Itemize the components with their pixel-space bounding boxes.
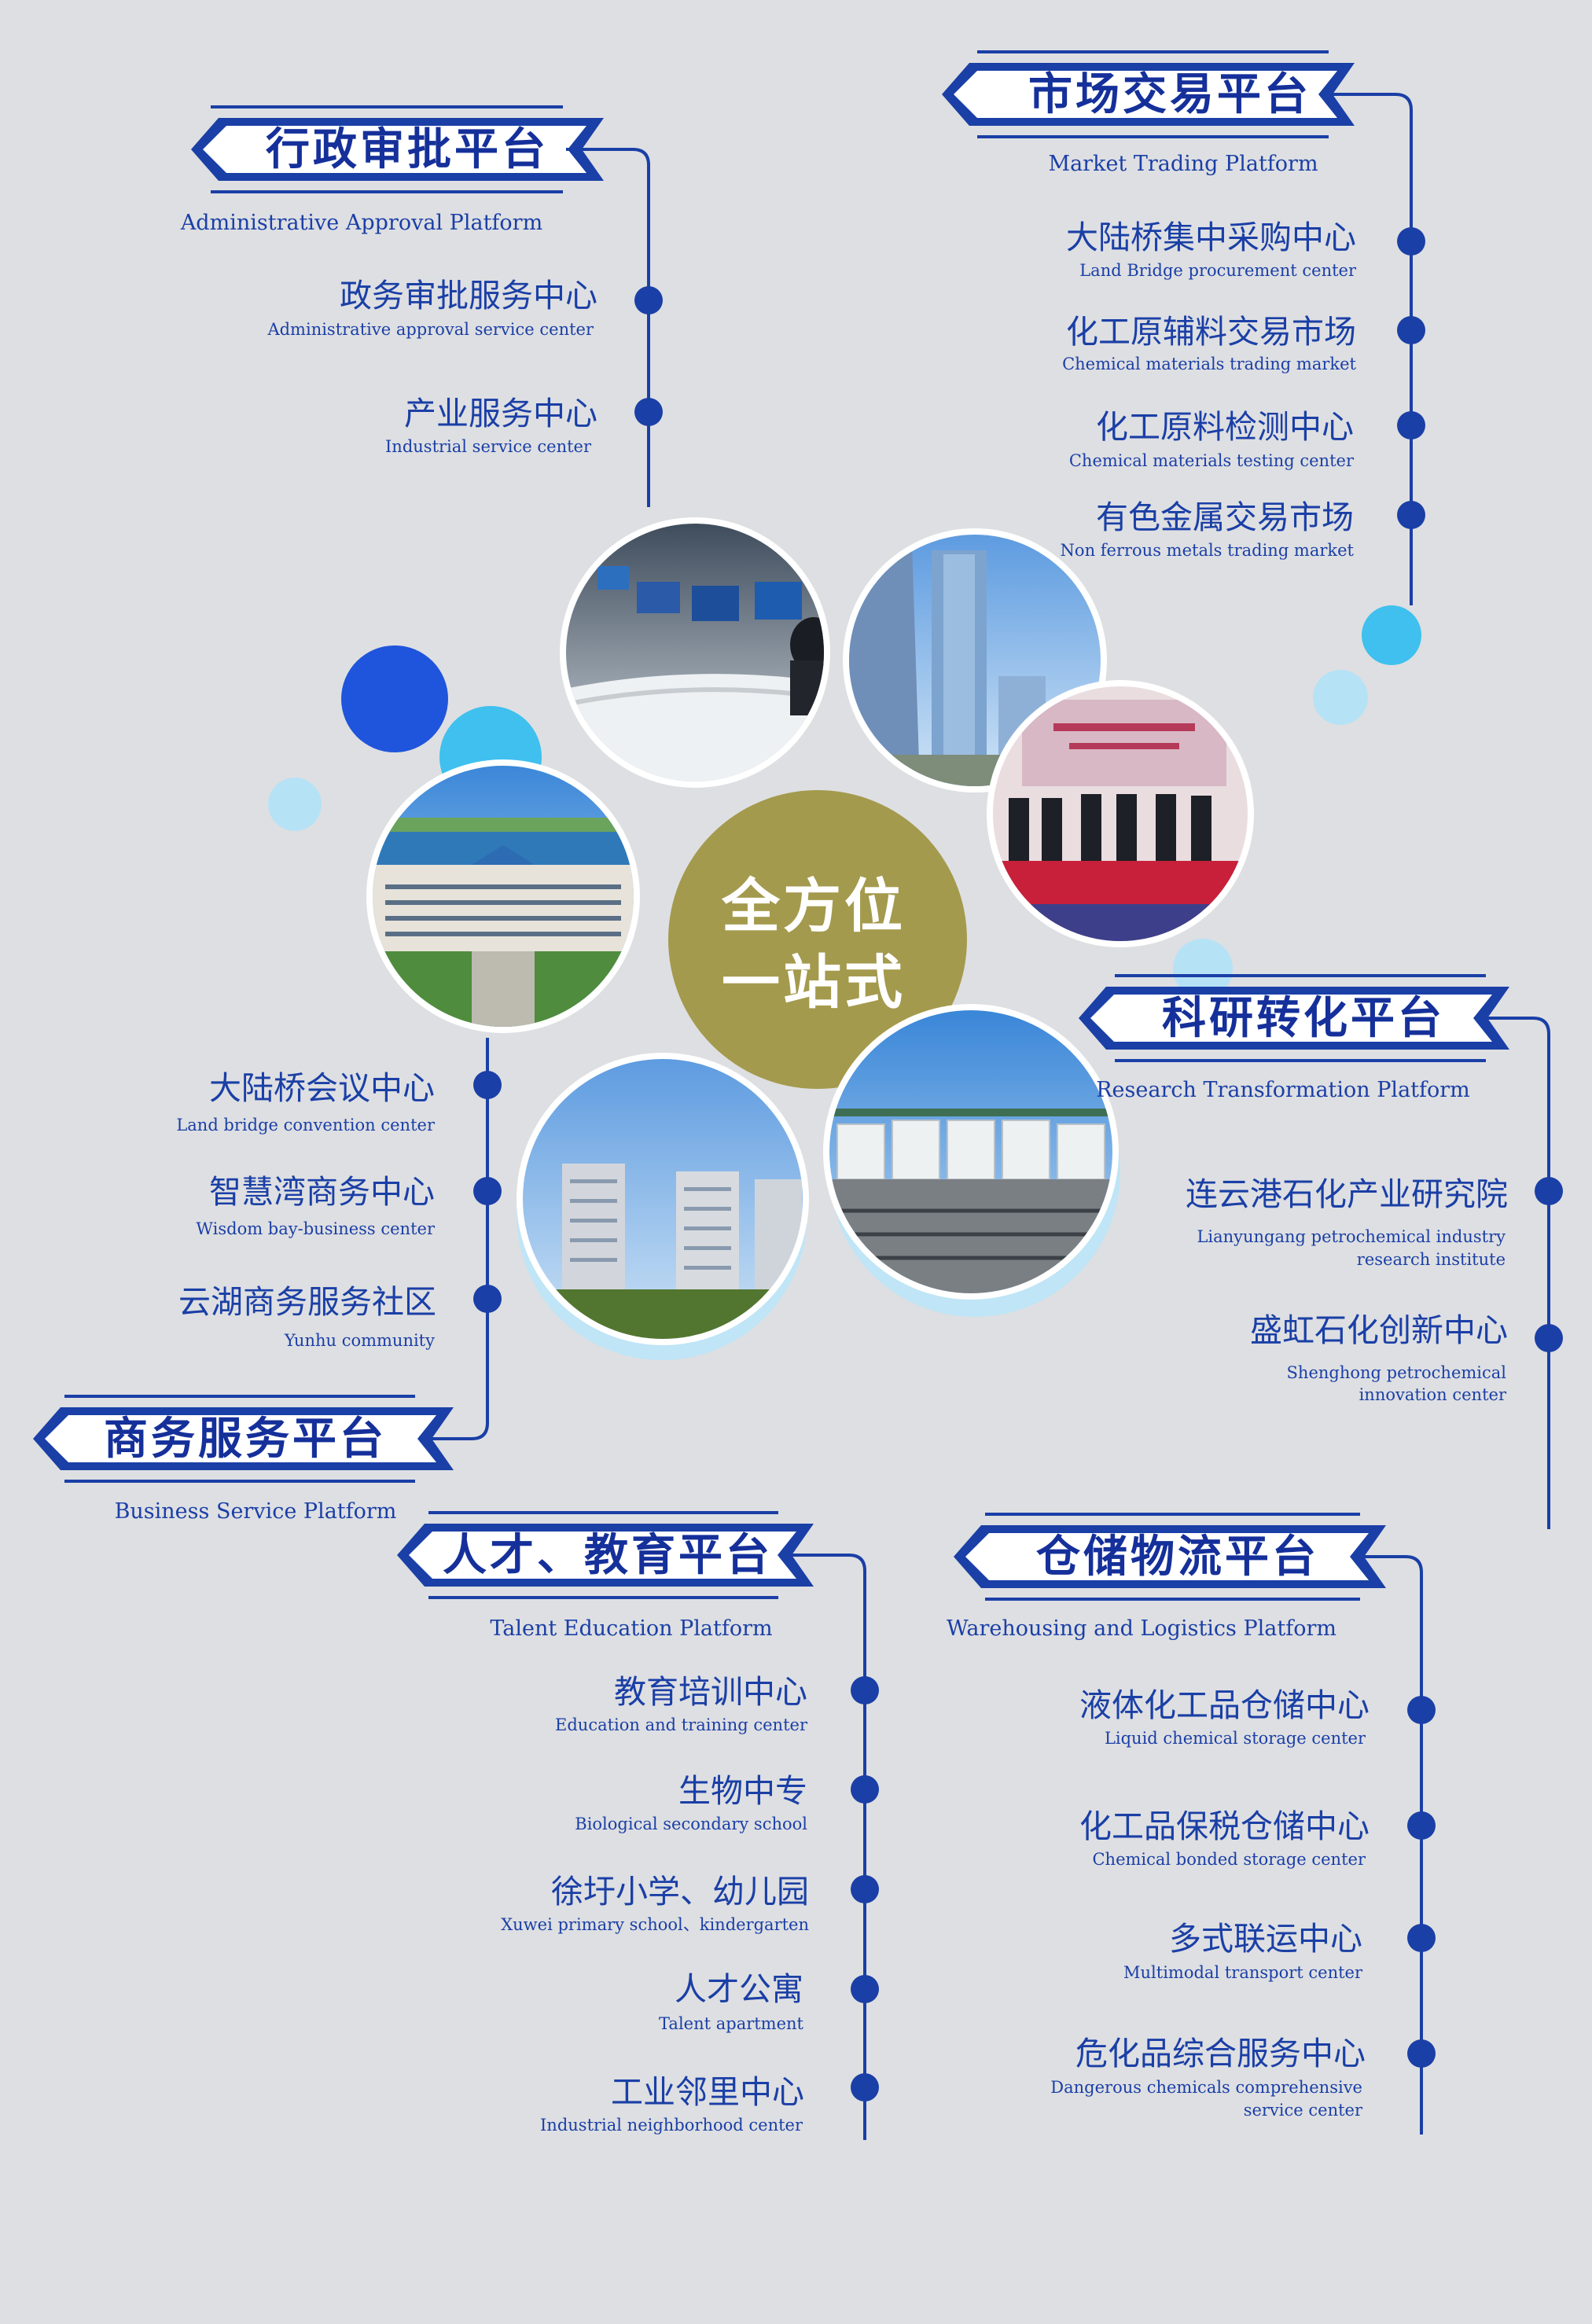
timeline-dot [851, 2073, 879, 2102]
talent-item-zh: 工业邻里中心 [611, 2073, 804, 2111]
timeline-dot [851, 1975, 879, 2003]
talent-item-zh: 徐圩小学、幼儿园 [551, 1873, 809, 1910]
talent-item-en: Biological secondary school [575, 1815, 807, 1833]
talent-item-en: Xuwei primary school、kindergarten [501, 1915, 809, 1934]
bubble-deep-blue [341, 645, 448, 752]
business-connector [428, 1038, 489, 1440]
timeline-dot [473, 1177, 502, 1205]
timeline-dot [473, 1071, 502, 1099]
timeline-dot [851, 1775, 879, 1804]
timeline-dot [851, 1875, 879, 1903]
talent-item-en: Industrial neighborhood center [540, 2116, 803, 2135]
timeline-dot [1407, 1696, 1436, 1724]
market-item-en: Land Bridge procurement center [1079, 261, 1357, 280]
talent-item-en: Education and training center [555, 1715, 808, 1734]
tanks-photo [823, 1004, 1119, 1300]
office-photo [560, 517, 830, 788]
timeline-dot [1397, 227, 1425, 256]
warehouse-platform: 仓储物流平台 Warehousing and Logistics Platfor… [947, 1513, 1436, 2135]
talent-title: 人才、教育平台 [443, 1530, 773, 1581]
warehouse-title: 仓储物流平台 [1036, 1532, 1319, 1583]
business-subtitle: Business Service Platform [115, 1499, 397, 1524]
business-item-zh: 大陆桥会议中心 [209, 1069, 435, 1107]
warehouse-subtitle: Warehousing and Logistics Platform [947, 1616, 1336, 1641]
timeline-dot [634, 286, 663, 314]
timeline-dot [851, 1676, 879, 1704]
research-platform: 科研转化平台 Research Transformation Platform … [1079, 974, 1563, 1529]
timeline-dot [1407, 2039, 1436, 2068]
market-item-zh: 大陆桥集中采购中心 [1066, 219, 1356, 256]
business-item-zh: 云湖商务服务社区 [178, 1283, 436, 1321]
market-item-en: Chemical materials trading market [1062, 355, 1356, 373]
research-item-en: Shenghong petrochemical [1287, 1363, 1507, 1382]
administrative-item-en: Administrative approval service center [267, 320, 594, 339]
market-item-en: Chemical materials testing center [1069, 451, 1355, 470]
market-subtitle: Market Trading Platform [1048, 152, 1318, 176]
timeline-dot [1407, 1811, 1436, 1840]
business-item-en: Yunhu community [284, 1331, 435, 1350]
market-item-en: Non ferrous metals trading market [1061, 541, 1355, 560]
timeline-dot [1407, 1924, 1436, 1952]
administrative-item-zh: 政务审批服务中心 [340, 277, 597, 314]
center-circle [668, 790, 967, 1089]
talent-item-zh: 生物中专 [678, 1772, 807, 1810]
administrative-title: 行政审批平台 [266, 124, 549, 175]
bubble-pale [268, 778, 322, 831]
warehouse-item-zh: 危化品综合服务中心 [1075, 2035, 1366, 2072]
convention-photo [366, 759, 640, 1033]
talent-platform: 人才、教育平台 Talent Education Platform 教育培训中心… [397, 1511, 879, 2140]
administrative-subtitle: Administrative Approval Platform [180, 211, 542, 235]
business-title: 商务服务平台 [104, 1414, 387, 1465]
talent-item-zh: 人才公寓 [675, 1970, 803, 2008]
business-item-zh: 智慧湾商务中心 [209, 1173, 435, 1211]
research-item-zh: 盛虹石化创新中心 [1250, 1311, 1508, 1349]
market-item-zh: 化工原辅料交易市场 [1066, 313, 1356, 351]
research-subtitle: Research Transformation Platform [1096, 1078, 1470, 1102]
center-title-line2: 一站式 [722, 949, 906, 1017]
timeline-dot [634, 398, 663, 426]
meeting-photo [987, 680, 1254, 947]
warehouse-item-zh: 液体化工品仓储中心 [1079, 1686, 1370, 1724]
warehouse-item-en: Multimodal transport center [1123, 1963, 1363, 1982]
market-item-zh: 化工原料检测中心 [1096, 408, 1354, 446]
warehouse-item-en: Chemical bonded storage center [1092, 1850, 1366, 1869]
market-item-zh: 有色金属交易市场 [1096, 498, 1354, 536]
timeline-dot [473, 1285, 502, 1313]
timeline-dot [1397, 316, 1425, 344]
business-item-en: Land bridge convention center [176, 1116, 436, 1134]
research-item-en: Lianyungang petrochemical industry [1197, 1227, 1506, 1246]
warehouse-item-en: Liquid chemical storage center [1105, 1729, 1366, 1748]
timeline-dot [1535, 1324, 1563, 1352]
administrative-platform: 行政审批平台 Administrative Approval Platform … [180, 105, 663, 507]
market-platform: 市场交易平台 Market Trading Platform 大陆桥集中采购中心… [942, 50, 1425, 605]
timeline-dot [1397, 411, 1425, 439]
market-title: 市场交易平台 [1028, 69, 1311, 120]
timeline-dot [1535, 1177, 1563, 1205]
talent-item-en: Talent apartment [659, 2014, 804, 2033]
warehouse-item-en: Dangerous chemicals comprehensive [1050, 2078, 1362, 2097]
bubble-pale [1313, 670, 1368, 725]
warehouse-item-zh: 多式联运中心 [1169, 1920, 1362, 1958]
administrative-item-en: Industrial service center [385, 437, 592, 456]
research-item-en: research institute [1357, 1250, 1506, 1269]
warehouse-item-en: service center [1244, 2101, 1363, 2120]
warehouse-item-zh: 化工品保税仓储中心 [1079, 1807, 1370, 1845]
research-item-zh: 连云港石化产业研究院 [1186, 1175, 1508, 1213]
business-item-en: Wisdom bay-business center [196, 1219, 436, 1238]
research-title: 科研转化平台 [1162, 993, 1445, 1044]
talent-subtitle: Talent Education Platform [490, 1616, 772, 1641]
administrative-item-zh: 产业服务中心 [404, 395, 597, 432]
timeline-dot [1397, 501, 1425, 529]
bubble-cyan [1362, 605, 1421, 665]
bubble-pale [1173, 939, 1233, 998]
apartments-photo [517, 1053, 809, 1345]
business-platform: 商务服务平台 Business Service Platform 大陆桥会议中心… [33, 1069, 502, 1524]
talent-item-zh: 教育培训中心 [614, 1673, 807, 1711]
center-title-line1: 全方位 [721, 873, 906, 940]
research-item-en: innovation center [1359, 1385, 1507, 1404]
